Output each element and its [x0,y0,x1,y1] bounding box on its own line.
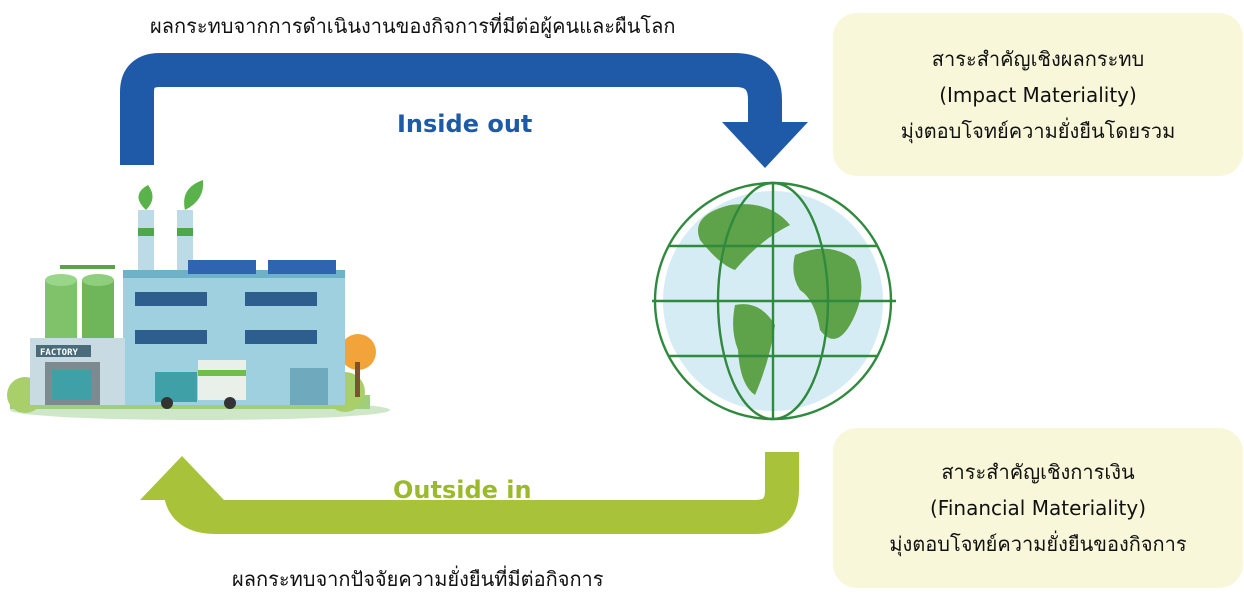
outside-in-label: Outside in [393,476,532,504]
impact-box-subtitle: (Impact Materiality) [939,82,1137,107]
globe-illustration [652,181,896,421]
top-caption: ผลกระทบจากการดำเนินงานของกิจการที่มีต่อผ… [150,14,676,38]
impact-materiality-box: สาระสำคัญเชิงผลกระทบ (Impact Materiality… [833,13,1243,176]
impact-box-description: มุ่งตอบโจทย์ความยั่งยืนโดยรวม [900,118,1176,143]
impact-box-title: สาระสำคัญเชิงผลกระทบ [931,46,1145,71]
factory-illustration [7,180,390,420]
financial-materiality-box: สาระสำคัญเชิงการเงิน (Financial Material… [833,428,1243,588]
bottom-caption: ผลกระทบจากปัจจัยความยั่งยืนที่มีต่อกิจกา… [232,567,604,591]
inside-out-label: Inside out [397,110,533,138]
financial-box-title: สาระสำคัญเชิงการเงิน [941,460,1135,484]
outside-in-arrow [140,452,799,534]
financial-box-description: มุ่งตอบโจทย์ความยั่งยืนของกิจการ [889,532,1187,556]
financial-box-subtitle: (Financial Materiality) [929,496,1147,520]
inside-out-arrow [120,53,808,168]
